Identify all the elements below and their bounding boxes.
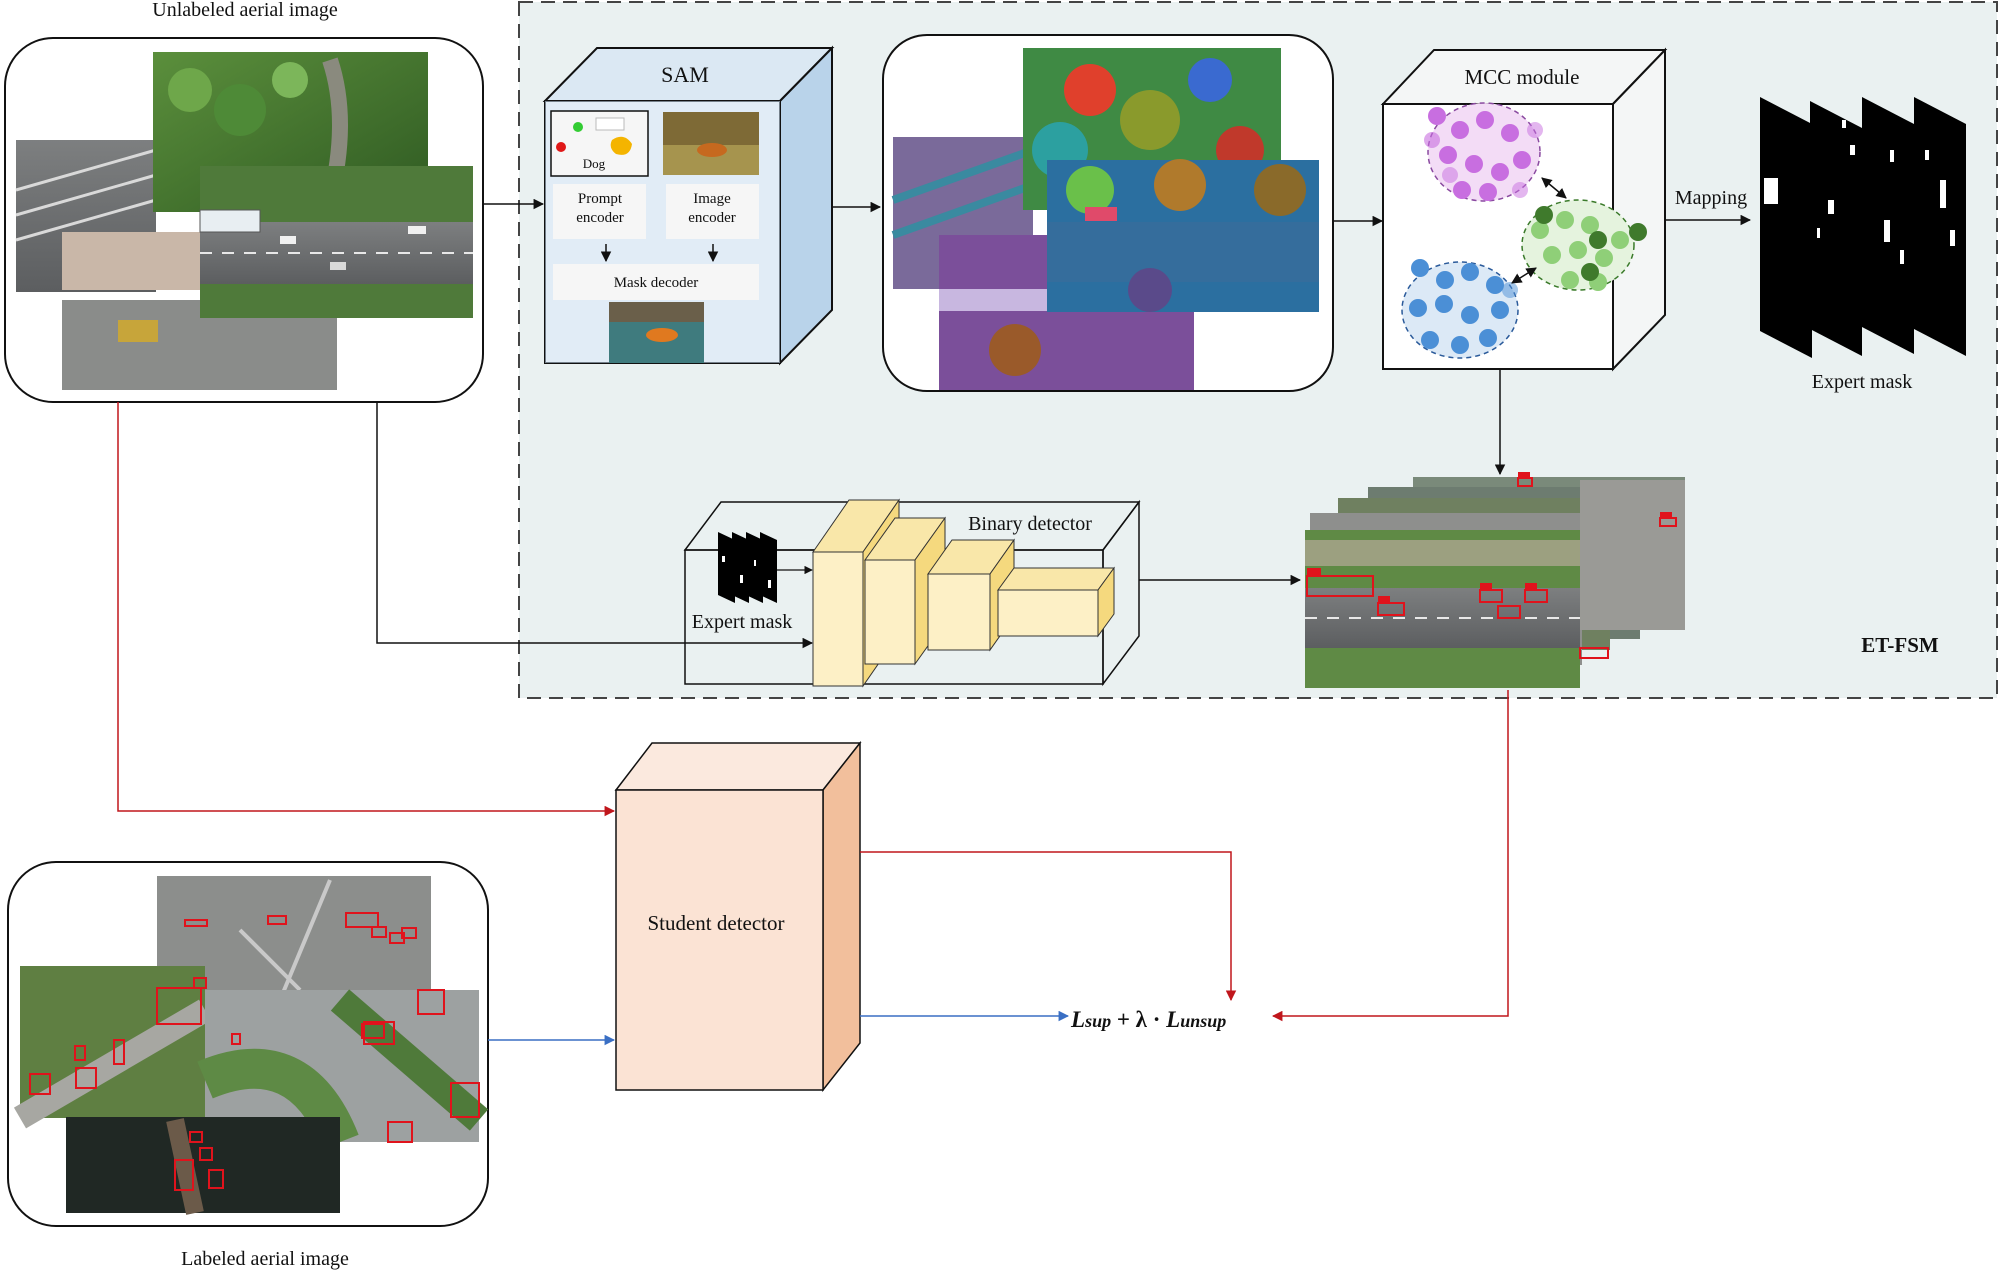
red-flow-2 bbox=[860, 851, 1237, 1002]
double-arrow-icon bbox=[1511, 177, 1567, 284]
sam-block: SAM Dog Prompt encoder Image encoder Mas… bbox=[542, 45, 835, 366]
dog-label: Dog bbox=[583, 156, 606, 171]
mask-decoder bbox=[553, 264, 759, 300]
red-flow-3 bbox=[1271, 690, 1509, 1022]
etfsm-label: ET-FSM bbox=[1861, 633, 1939, 657]
prompt-encoder bbox=[553, 184, 646, 239]
svg-text:encoder: encoder bbox=[576, 210, 623, 226]
svg-text:encoder: encoder bbox=[688, 210, 735, 226]
mcc-block: MCC module bbox=[1380, 47, 1668, 372]
expert-mask-stack bbox=[1760, 97, 1966, 358]
unlabeled-title: Unlabeled aerial image bbox=[152, 0, 338, 21]
labeled-photo-stack bbox=[13, 876, 489, 1215]
image-encoder bbox=[666, 184, 759, 239]
expert-mask-left-label: Expert mask bbox=[692, 611, 793, 633]
unlabeled-photo-stack bbox=[15, 52, 473, 390]
expert-mask-right-label: Expert mask bbox=[1812, 371, 1913, 393]
svg-text:Mask decoder: Mask decoder bbox=[614, 275, 699, 291]
flow-arrow-2 bbox=[376, 402, 814, 649]
sam-title: SAM bbox=[661, 62, 709, 87]
scatter-dot-icon bbox=[573, 122, 583, 132]
binary-detector-block: Binary detector Expert mask bbox=[683, 498, 1141, 688]
red-flow-1 bbox=[117, 402, 616, 817]
detection-image-stack bbox=[1305, 472, 1685, 688]
loss-formula: Lsup + λ · Lunsup bbox=[1070, 1007, 1226, 1032]
labeled-title: Labeled aerial image bbox=[181, 1248, 349, 1270]
student-detector-block: Student detector bbox=[614, 740, 862, 1093]
svg-text:Image: Image bbox=[693, 191, 731, 207]
segmentation-panel bbox=[882, 34, 1334, 392]
mcc-title: MCC module bbox=[1465, 65, 1580, 89]
mapping-label: Mapping bbox=[1675, 187, 1747, 209]
student-detector-label: Student detector bbox=[647, 911, 784, 935]
binary-detector-label: Binary detector bbox=[968, 513, 1092, 535]
svg-text:Prompt: Prompt bbox=[578, 191, 623, 207]
